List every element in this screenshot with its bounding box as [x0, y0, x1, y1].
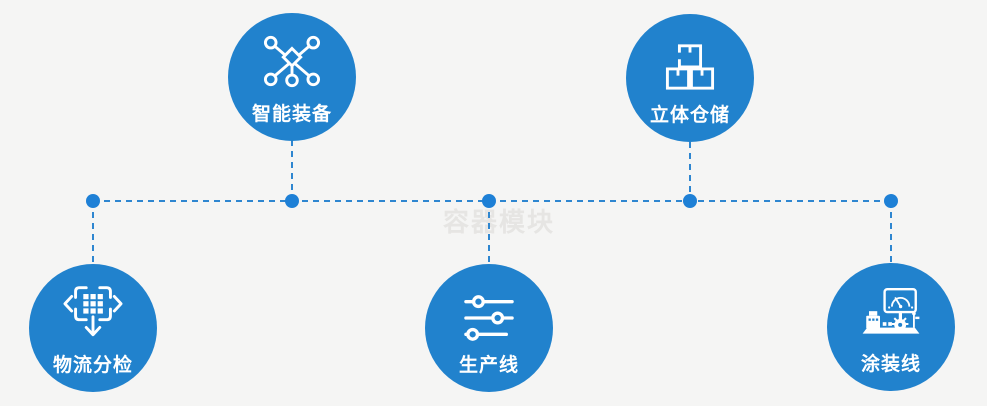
node-logistics-sorting: 物流分检	[29, 264, 157, 392]
node-painting-line: 涂装线	[827, 263, 955, 391]
junction-dot	[86, 194, 100, 208]
stacked-boxes-icon	[665, 29, 715, 91]
machine-station-icon	[858, 278, 924, 340]
watermark: 容器模块	[443, 207, 556, 237]
molecule-network-icon	[263, 28, 321, 90]
node-vertical-warehouse: 立体仓储	[626, 14, 754, 142]
junction-dot	[285, 194, 299, 208]
sorting-move-icon	[62, 279, 124, 341]
sliders-icon	[464, 279, 514, 341]
junction-dot	[884, 194, 898, 208]
node-label: 生产线	[458, 355, 519, 376]
node-label: 智能装备	[251, 104, 332, 125]
junction-dot	[683, 194, 697, 208]
node-label: 立体仓储	[649, 105, 730, 126]
junction-dot	[482, 194, 496, 208]
node-label: 物流分检	[52, 355, 133, 376]
node-production-line: 生产线	[425, 264, 553, 392]
node-label: 涂装线	[860, 354, 921, 375]
node-smart-equipment: 智能装备	[228, 13, 356, 141]
